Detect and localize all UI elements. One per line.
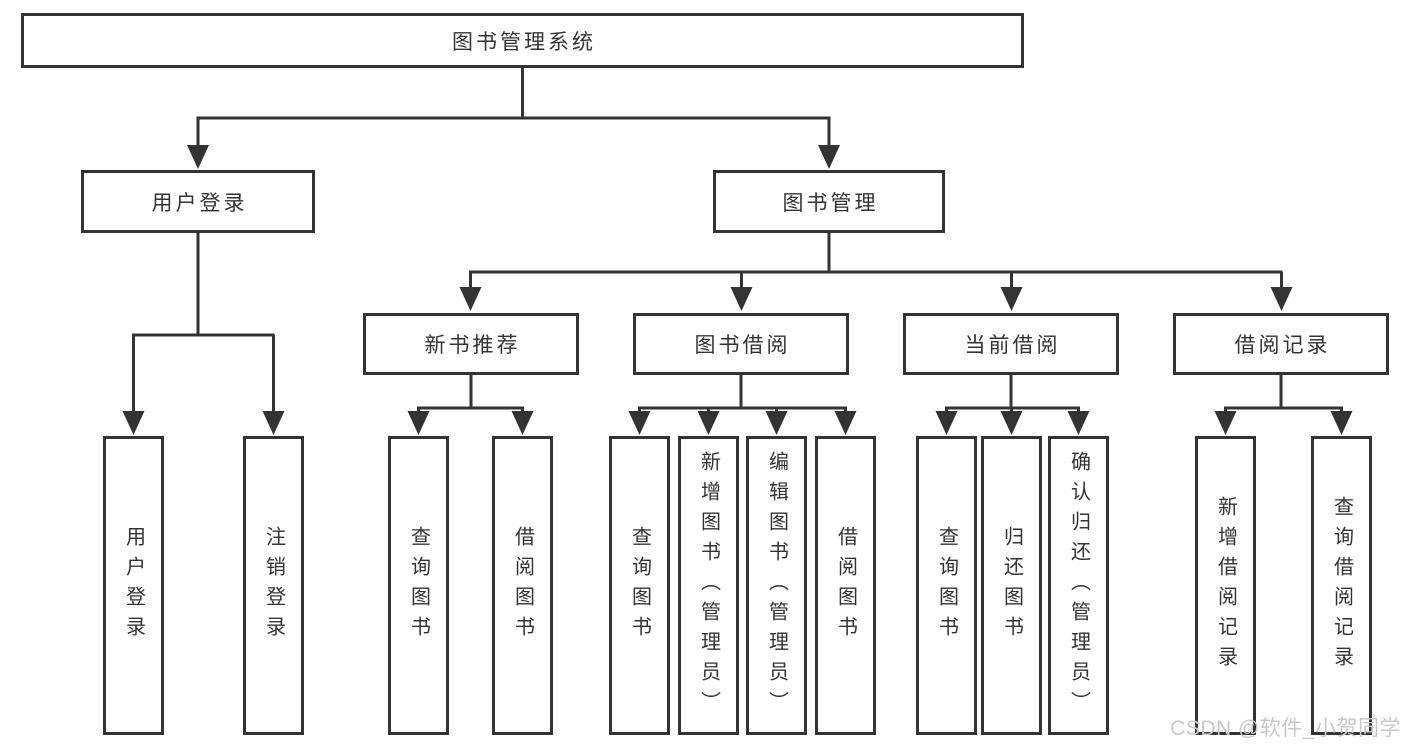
node-book-borrow: 图书借阅 bbox=[633, 313, 849, 375]
leaf-confirm-return-admin: 确认归还（管理员） bbox=[1048, 436, 1109, 735]
leaf-query-book-current: 查询图书 bbox=[916, 436, 977, 735]
node-label: 新增借阅记录 bbox=[1214, 495, 1237, 676]
leaf-borrow-book: 借阅图书 bbox=[815, 436, 876, 735]
node-label: 借阅图书 bbox=[511, 525, 534, 646]
node-book-management: 图书管理 bbox=[713, 170, 945, 233]
leaf-borrow-book-recommend: 借阅图书 bbox=[492, 436, 553, 735]
node-label: 注销登录 bbox=[262, 525, 285, 646]
csdn-watermark: CSDN @软件_小贺同学 bbox=[1170, 717, 1401, 740]
node-label: 借阅图书 bbox=[834, 525, 857, 646]
node-label: 编辑图书（管理员） bbox=[765, 450, 788, 721]
leaf-edit-book-admin: 编辑图书（管理员） bbox=[746, 436, 807, 735]
node-label: 用户登录 bbox=[122, 525, 145, 646]
node-label: 新增图书（管理员） bbox=[697, 450, 720, 721]
node-new-book-recommend: 新书推荐 bbox=[363, 313, 579, 375]
node-current-borrow: 当前借阅 bbox=[903, 313, 1119, 375]
leaf-logout: 注销登录 bbox=[243, 436, 304, 735]
node-system-root: 图书管理系统 bbox=[21, 13, 1024, 68]
node-label: 归还图书 bbox=[1000, 525, 1023, 646]
node-label: 查询图书 bbox=[628, 525, 651, 646]
node-label: 当前借阅 bbox=[964, 334, 1061, 357]
leaf-return-book: 归还图书 bbox=[981, 436, 1042, 735]
node-label: 查询图书 bbox=[407, 525, 430, 646]
leaf-query-borrow-record: 查询借阅记录 bbox=[1311, 436, 1372, 735]
node-label: 查询图书 bbox=[935, 525, 958, 646]
node-borrow-records: 借阅记录 bbox=[1173, 313, 1389, 375]
leaf-query-book-borrow: 查询图书 bbox=[609, 436, 670, 735]
node-label: 图书管理系统 bbox=[452, 30, 596, 54]
node-label: 借阅记录 bbox=[1234, 334, 1331, 357]
node-label: 图书管理 bbox=[782, 191, 879, 215]
node-label: 确认归还（管理员） bbox=[1067, 450, 1090, 721]
leaf-user-login: 用户登录 bbox=[103, 436, 164, 735]
node-label: 查询借阅记录 bbox=[1330, 495, 1353, 676]
leaf-add-borrow-record: 新增借阅记录 bbox=[1195, 436, 1256, 735]
node-label: 图书借阅 bbox=[694, 334, 791, 357]
node-user-login: 用户登录 bbox=[81, 170, 315, 233]
leaf-query-book-recommend: 查询图书 bbox=[388, 436, 449, 735]
leaf-add-book-admin: 新增图书（管理员） bbox=[678, 436, 739, 735]
node-label: 新书推荐 bbox=[424, 334, 521, 357]
node-label: 用户登录 bbox=[151, 191, 248, 215]
